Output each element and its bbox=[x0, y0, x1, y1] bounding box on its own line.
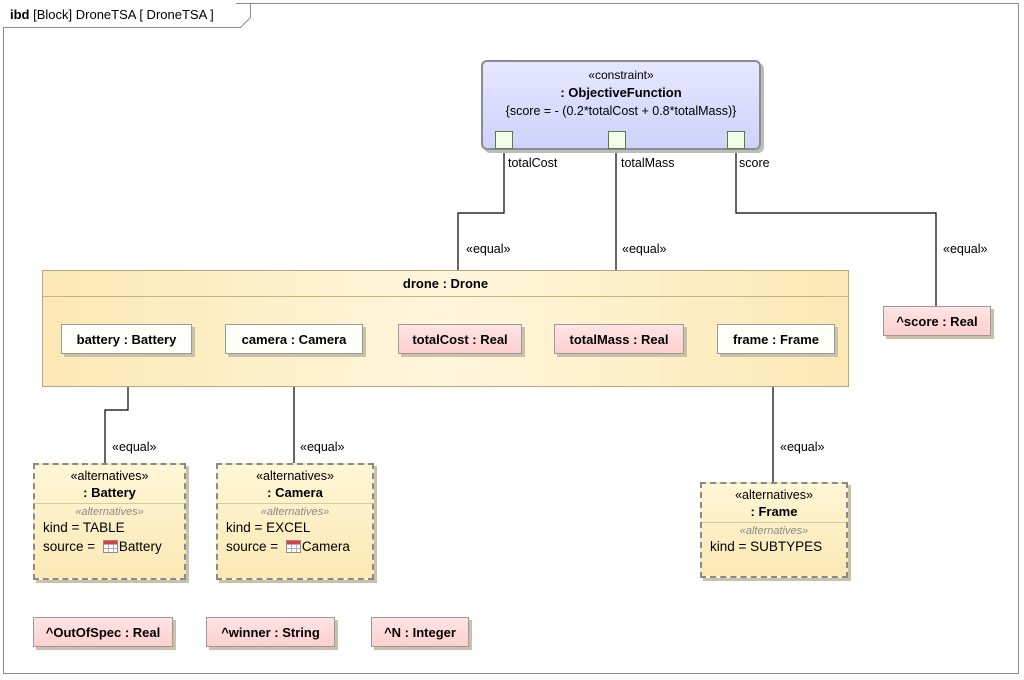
port-score[interactable] bbox=[727, 131, 745, 149]
equal-label-score: «equal» bbox=[943, 242, 988, 256]
diagram-kind: ibd bbox=[10, 7, 30, 22]
alternatives-battery-name: : Battery bbox=[83, 485, 136, 500]
alternatives-frame-name: : Frame bbox=[750, 504, 798, 519]
equal-label-totalmass: «equal» bbox=[622, 242, 667, 256]
alternatives-frame-kind: kind = SUBTYPES bbox=[710, 539, 823, 554]
connector-totalcost bbox=[457, 150, 505, 325]
alternatives-camera[interactable]: «alternatives» : Camera «alternatives» k… bbox=[216, 463, 374, 580]
equal-label-frame: «equal» bbox=[780, 440, 825, 454]
alternatives-battery-source-value: Battery bbox=[118, 539, 162, 554]
constraint-expression: {score = - (0.2*totalCost + 0.8*totalMas… bbox=[505, 104, 737, 118]
part-winner[interactable]: ^winner : String bbox=[206, 617, 335, 647]
alternatives-battery-source-prefix: source = bbox=[43, 539, 96, 554]
part-totalmass[interactable]: totalMass : Real bbox=[554, 324, 684, 354]
constraint-stereotype: «constraint» bbox=[588, 68, 654, 82]
alternatives-camera-source: source = Camera bbox=[218, 537, 372, 556]
port-totalcost[interactable] bbox=[495, 131, 513, 149]
equal-label-camera: «equal» bbox=[300, 440, 345, 454]
alternatives-camera-source-prefix: source = bbox=[226, 539, 279, 554]
diagram-header: ibd [Block] DroneTSA [ DroneTSA ] bbox=[3, 3, 236, 27]
alternatives-frame[interactable]: «alternatives» : Frame «alternatives» ki… bbox=[700, 482, 848, 578]
alternatives-frame-header: «alternatives» : Frame bbox=[702, 484, 846, 523]
alternatives-camera-kind: kind = EXCEL bbox=[226, 520, 311, 535]
part-n[interactable]: ^N : Integer bbox=[371, 617, 469, 647]
alternatives-battery-compartment: «alternatives» bbox=[75, 506, 144, 518]
alternatives-camera-stereotype: «alternatives» bbox=[256, 469, 334, 483]
diagram-tab-border bbox=[3, 3, 251, 28]
table-icon bbox=[285, 540, 301, 553]
part-totalcost[interactable]: totalCost : Real bbox=[398, 324, 522, 354]
diagram-frame bbox=[3, 3, 1019, 674]
table-icon bbox=[102, 540, 118, 553]
port-label-totalmass: totalMass bbox=[621, 156, 675, 170]
alternatives-camera-header: «alternatives» : Camera bbox=[218, 465, 372, 504]
alternatives-battery-stereotype: «alternatives» bbox=[70, 469, 149, 483]
port-label-totalcost: totalCost bbox=[508, 156, 558, 170]
alternatives-frame-stereotype: «alternatives» bbox=[735, 488, 813, 502]
alternatives-camera-source-value: Camera bbox=[301, 539, 350, 554]
alternatives-camera-compartment: «alternatives» bbox=[260, 506, 330, 518]
part-camera[interactable]: camera : Camera bbox=[225, 324, 363, 354]
alternatives-battery-header: «alternatives» : Battery bbox=[35, 465, 184, 504]
equal-label-battery: «equal» bbox=[112, 440, 157, 454]
alternatives-battery[interactable]: «alternatives» : Battery «alternatives» … bbox=[33, 463, 186, 580]
port-totalmass[interactable] bbox=[608, 131, 626, 149]
equal-label-totalcost: «equal» bbox=[466, 242, 511, 256]
constraint-name: : ObjectiveFunction bbox=[560, 85, 682, 100]
diagram-title: [Block] DroneTSA [ DroneTSA ] bbox=[33, 7, 214, 22]
alternatives-frame-compartment: «alternatives» bbox=[739, 525, 809, 537]
part-outofspec[interactable]: ^OutOfSpec : Real bbox=[33, 617, 173, 647]
part-battery[interactable]: battery : Battery bbox=[61, 324, 192, 354]
drone-part-title: drone : Drone bbox=[43, 271, 848, 297]
connector-score bbox=[735, 150, 937, 306]
part-frame[interactable]: frame : Frame bbox=[717, 324, 835, 354]
alternatives-battery-source: source = Battery bbox=[35, 537, 184, 556]
alternatives-battery-kind: kind = TABLE bbox=[43, 520, 125, 535]
alternatives-camera-name: : Camera bbox=[267, 485, 323, 500]
port-label-score: score bbox=[739, 156, 770, 170]
part-score[interactable]: ^score : Real bbox=[883, 306, 991, 336]
